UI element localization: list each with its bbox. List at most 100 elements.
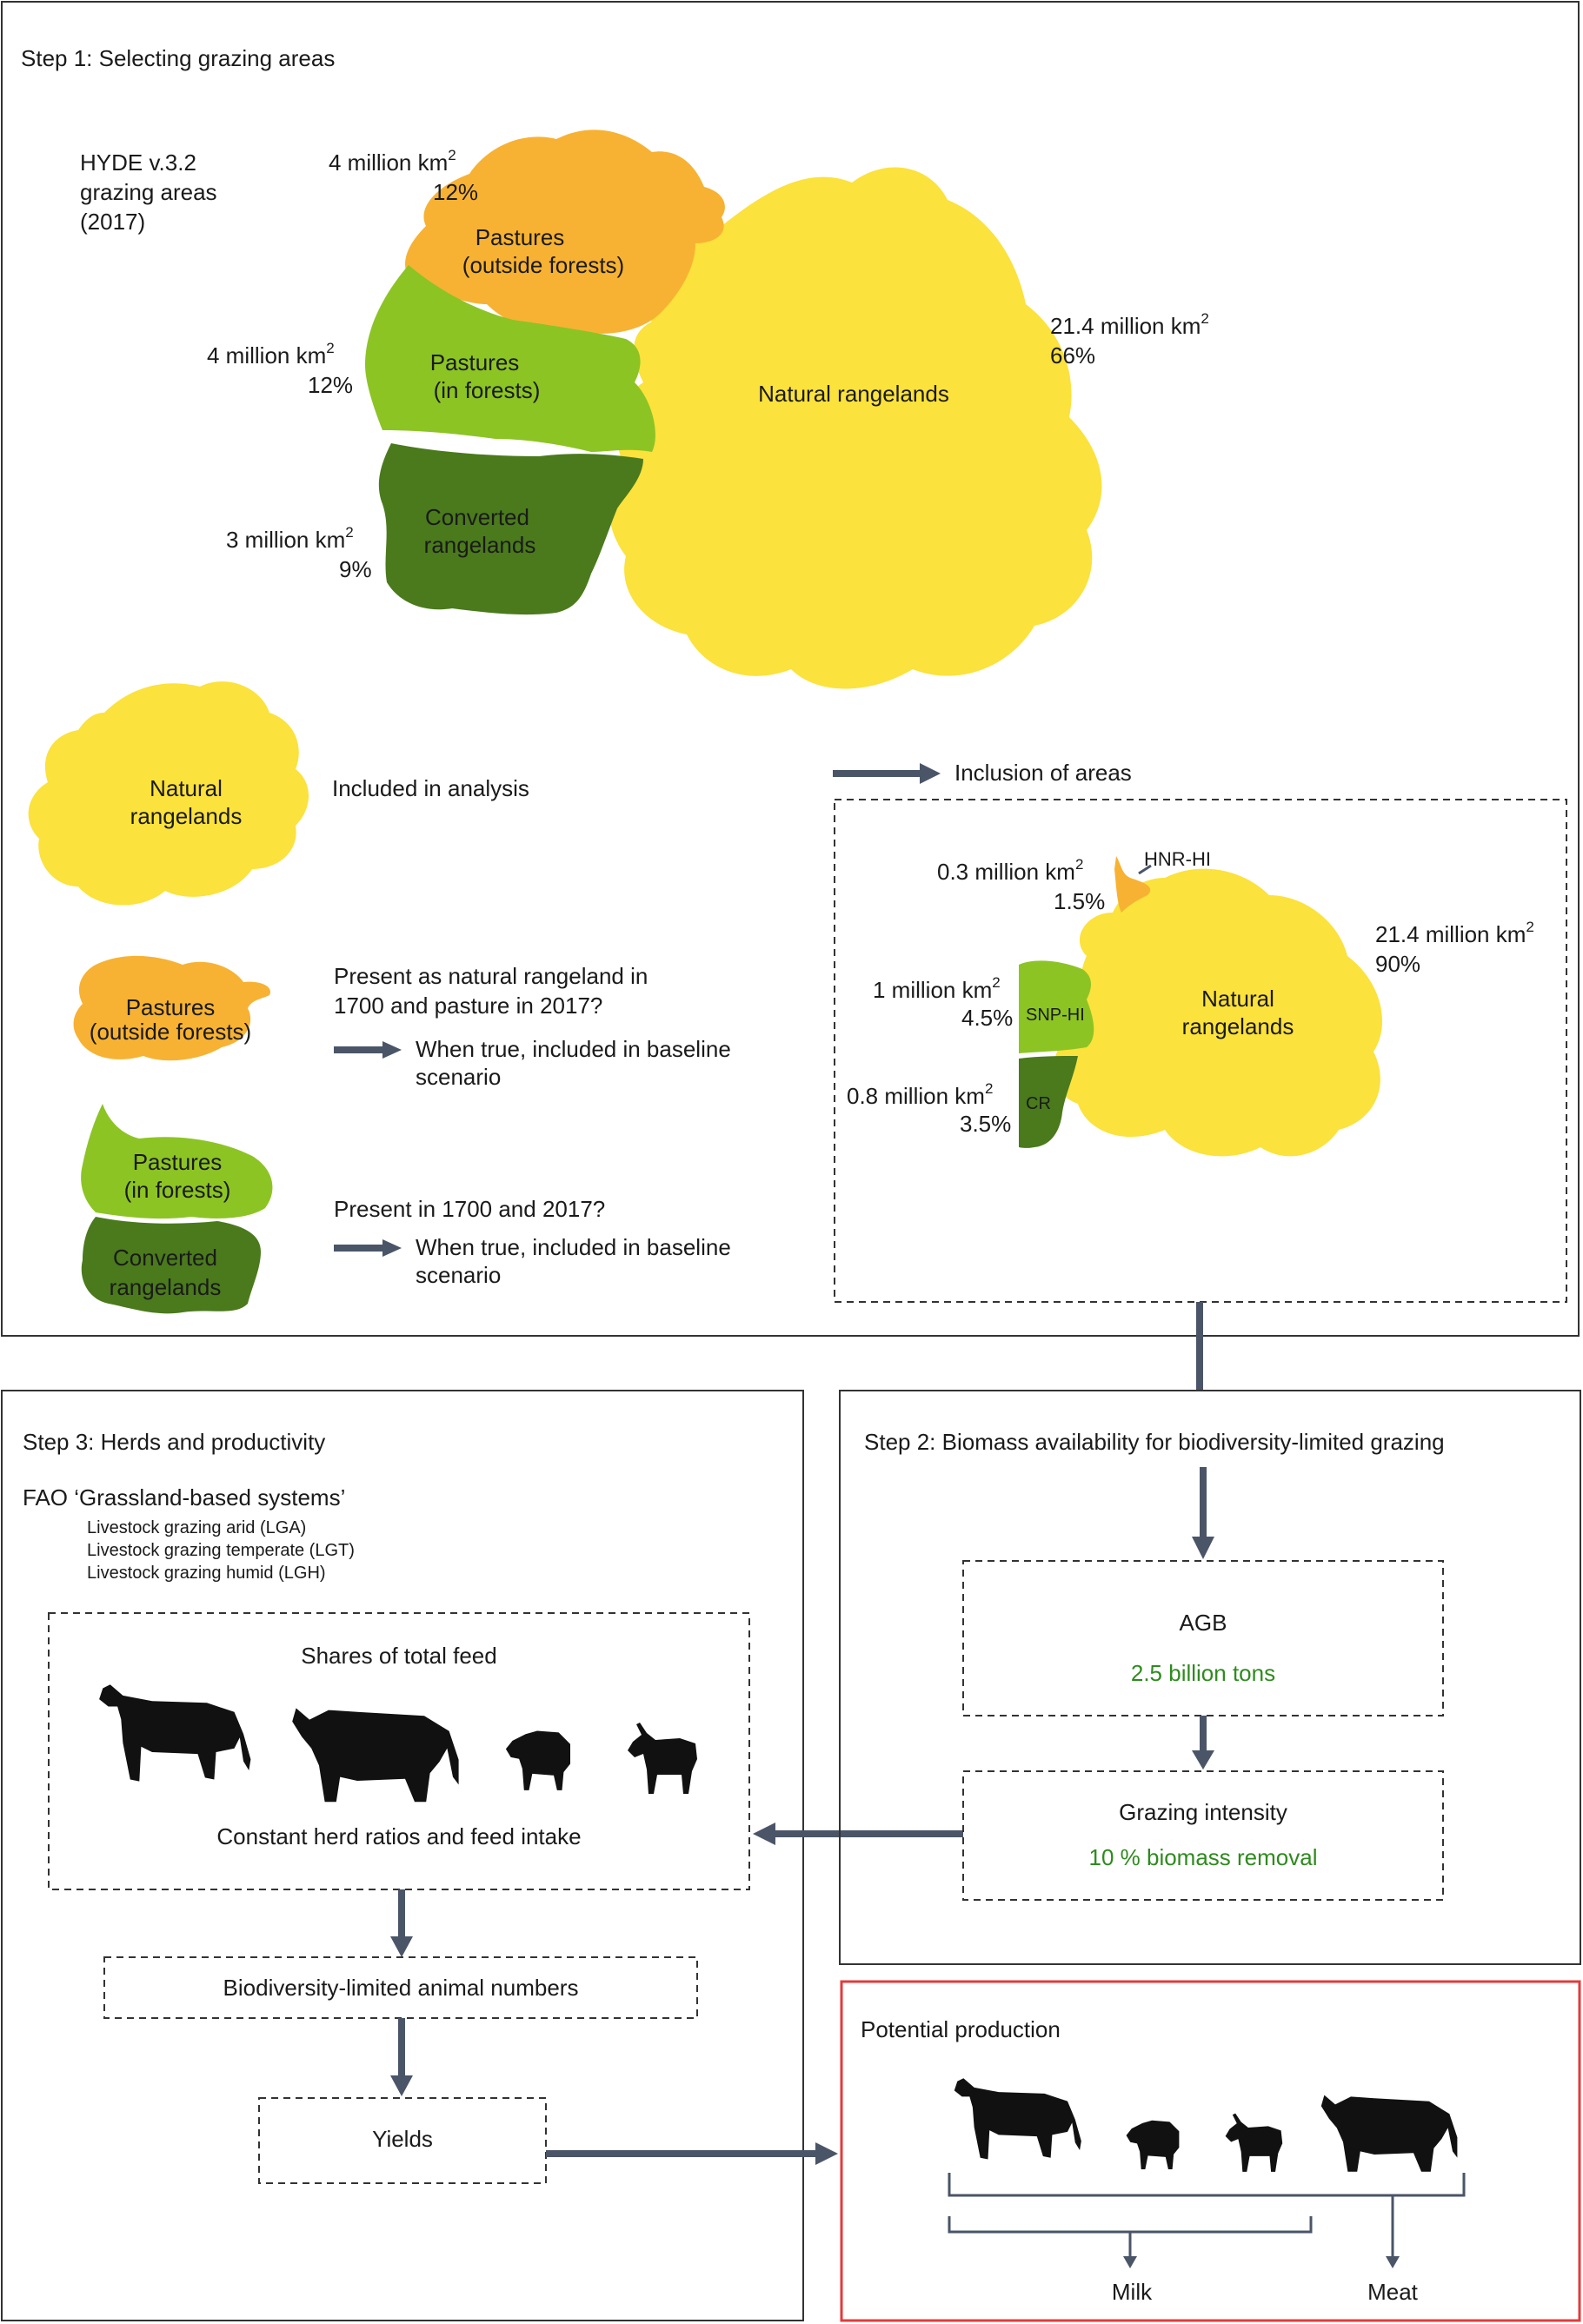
pasture-forest-label-2: (in forests) [434, 377, 541, 403]
agb-to-intensity-arrowhead [1192, 1750, 1214, 1770]
legend-arrowhead-2 [382, 1239, 402, 1257]
inclusion-natural-label-1: Natural [1201, 986, 1274, 1012]
legend-q1-line1: Present as natural rangeland in [334, 963, 648, 989]
agb-box [962, 1560, 1444, 1716]
inclusion-natural-area: 21.4 million km2 [1375, 919, 1534, 947]
legend-natural-label-1: Natural [150, 775, 223, 801]
cow-icon [99, 1684, 251, 1782]
bull-icon [292, 1708, 459, 1803]
converted-area: 3 million km2 [226, 524, 354, 553]
legend-a1-line1: When true, included in baseline [416, 1036, 731, 1062]
inclusion-cr-share: 3.5% [960, 1111, 1011, 1137]
step3-title: Step 3: Herds and productivity [23, 1429, 325, 1455]
pasture-forest-area: 4 million km2 [207, 340, 335, 369]
step3-box [1, 1390, 804, 2321]
yields-text: Yields [372, 2126, 433, 2152]
legend-included-text: Included in analysis [332, 775, 529, 801]
legend-natural-blob [28, 681, 309, 906]
pasture-outside-label-2: (outside forests) [462, 252, 624, 278]
inclusion-snp-share: 4.5% [961, 1005, 1013, 1031]
animal-numbers-text: Biodiversity-limited animal numbers [223, 1975, 579, 2001]
converted-blob [378, 443, 643, 615]
production-cow-icon [954, 2078, 1081, 2160]
step1-title: Step 1: Selecting grazing areas [21, 45, 335, 71]
pasture-outside-area: 4 million km2 [329, 147, 456, 176]
legend-q2: Present in 1700 and 2017? [334, 1196, 605, 1222]
inclusion-natural-share: 90% [1375, 951, 1420, 977]
legend-natural-label-2: rangelands [130, 803, 243, 829]
pasture-outside-blob [405, 129, 725, 334]
hyde-label-3: (2017) [80, 209, 145, 235]
inclusion-hnr-blob [1114, 856, 1151, 913]
yields-to-production-arrowhead [815, 2142, 838, 2165]
intensity-label: Grazing intensity [1119, 1799, 1287, 1825]
legend-q1-line2: 1700 and pasture in 2017? [334, 993, 602, 1019]
production-goat-icon [1225, 2113, 1283, 2172]
production-box [840, 1980, 1581, 2322]
production-sheep-icon [1126, 2120, 1180, 2169]
fao-system-lgt: Livestock grazing temperate (LGT) [87, 1541, 355, 1560]
inclusion-snp-blob [1019, 960, 1094, 1053]
milk-label: Milk [1112, 2279, 1153, 2305]
pasture-outside-share: 12% [433, 179, 478, 205]
fao-system-lga: Livestock grazing arid (LGA) [87, 1518, 306, 1537]
hyde-label-1: HYDE v.3.2 [80, 149, 196, 176]
legend-arrowhead-1 [382, 1041, 402, 1059]
production-bull-icon [1320, 2095, 1458, 2172]
inclusion-cr-blob [1019, 1056, 1078, 1148]
production-top-bracket [948, 2173, 1466, 2197]
step2-to-step3-arrowhead [753, 1823, 775, 1845]
legend-pasture-forest-blob [81, 1104, 273, 1219]
hnr-leader [1138, 864, 1152, 875]
natural-rangelands-blob [609, 167, 1102, 689]
converted-share: 9% [339, 556, 372, 582]
fao-title: FAO ‘Grassland-based systems’ [23, 1484, 345, 1511]
inclusion-arrowhead [920, 763, 941, 784]
step1-box [1, 1, 1580, 1337]
legend-converted-label-1: Converted [113, 1245, 217, 1271]
legend-pasture-forest-label-2: (in forests) [124, 1177, 231, 1203]
inclusion-natural-label-2: rangelands [1182, 1013, 1294, 1039]
inclusion-snp-tag: SNP-HI [1026, 1006, 1085, 1025]
inclusion-hnr-share: 1.5% [1054, 888, 1105, 914]
step2-box [839, 1390, 1581, 1965]
legend-pasture-outside-blob [73, 955, 270, 1061]
pasture-forest-blob [365, 265, 655, 452]
legend-a2-line1: When true, included in baseline [416, 1234, 731, 1260]
pasture-outside-label-1: Pastures [476, 224, 565, 250]
agb-label: AGB [1180, 1610, 1227, 1636]
pasture-forest-share: 12% [308, 372, 353, 398]
inclusion-hnr-tag: HNR-HI [1144, 848, 1211, 870]
shares-title: Shares of total feed [301, 1643, 496, 1669]
numbers-to-yields-arrowhead [390, 2075, 413, 2096]
inclusion-cr-area: 0.8 million km2 [847, 1080, 993, 1109]
yields-box [258, 2097, 547, 2184]
meat-arrowhead [1386, 2256, 1400, 2268]
legend-a1-line2: scenario [416, 1064, 501, 1090]
sheep-icon [505, 1730, 570, 1790]
agb-value: 2.5 billion tons [1131, 1660, 1275, 1686]
legend-pasture-outside-label-1: Pastures [126, 994, 216, 1020]
pasture-forest-label-1: Pastures [430, 349, 520, 375]
inclusion-natural-blob [1053, 868, 1382, 1157]
shares-to-numbers-arrowhead [390, 1936, 413, 1957]
inclusion-snp-area: 1 million km2 [873, 974, 1001, 1003]
converted-label-2: rangelands [424, 532, 536, 558]
legend-a2-line2: scenario [416, 1262, 501, 1288]
step2-title: Step 2: Biomass availability for biodive… [864, 1429, 1445, 1455]
goat-icon [628, 1723, 697, 1794]
fao-system-lgh: Livestock grazing humid (LGH) [87, 1564, 326, 1583]
intensity-box [962, 1770, 1444, 1901]
inclusion-cr-tag: CR [1026, 1094, 1051, 1113]
milk-arrowhead [1123, 2256, 1137, 2268]
step2-title-arrowhead [1192, 1537, 1214, 1559]
natural-area: 21.4 million km2 [1050, 310, 1209, 339]
meat-label: Meat [1367, 2279, 1419, 2305]
converted-label-1: Converted [425, 504, 529, 530]
production-title: Potential production [861, 2016, 1061, 2042]
legend-pasture-outside-label-2: (outside forests) [90, 1019, 251, 1045]
ratios-text: Constant herd ratios and feed intake [216, 1823, 581, 1849]
legend-converted-blob [81, 1217, 261, 1314]
inclusion-hnr-area: 0.3 million km2 [937, 856, 1083, 885]
